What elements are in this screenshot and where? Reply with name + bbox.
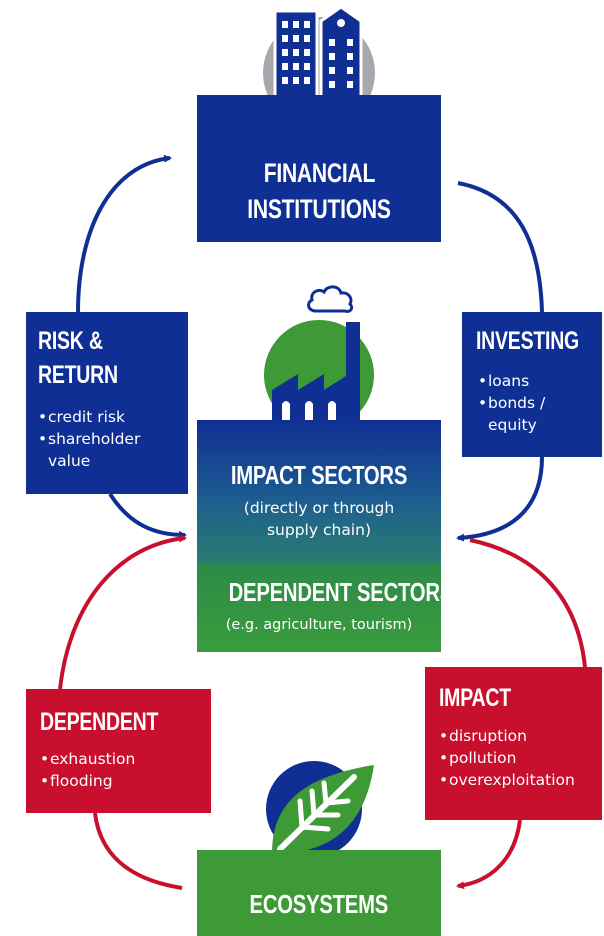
investing-box: INVESTING loans bonds / equity [462, 312, 602, 457]
risk-return-box: RISK & RETURN credit risk shareholder va… [26, 312, 188, 494]
investing-list: loans bonds / [478, 370, 545, 414]
sectors-box: IMPACT SECTORS (directly or through supp… [197, 420, 453, 652]
list-item: pollution [439, 747, 575, 769]
impact-sectors-title: IMPACT SECTORS [230, 460, 408, 490]
arrow-financial-to-investing [457, 181, 544, 313]
cloud-icon [307, 285, 354, 313]
impact-sectors-subtitle-2: supply chain) [266, 521, 371, 539]
risk-return-bullet-continuation: value [48, 452, 91, 470]
impact-sectors-panel: IMPACT SECTORS (directly or through supp… [197, 420, 441, 563]
leaf-icon [266, 761, 374, 857]
dependent-sectors-subtitle: (e.g. agriculture, tourism) [225, 617, 413, 633]
arrow-impact-to-ecosystems [456, 819, 522, 890]
arrow-ecosystems-to-dependent [93, 812, 183, 890]
impact-title: IMPACT [439, 684, 511, 712]
financial-title-line2: INSTITUTIONS [247, 194, 391, 224]
arrow-risk-to-financial [76, 154, 172, 313]
dependent-sectors-title: DEPENDENT SECTORS [228, 577, 454, 607]
list-item: loans [478, 370, 545, 392]
arrow-sectors-to-risk [108, 492, 187, 539]
list-item: exhaustion [40, 748, 135, 770]
financial-institutions-box: FINANCIAL INSTITUTIONS [197, 95, 441, 242]
arrow-dependent-to-sectors [58, 534, 187, 690]
arrow-sectors-to-impact [469, 538, 587, 668]
financial-title-line1: FINANCIAL [263, 158, 375, 188]
list-item: credit risk [38, 406, 140, 428]
list-item: flooding [40, 770, 135, 792]
risk-return-title-line2: RETURN [38, 361, 118, 389]
investing-bullet-continuation: equity [488, 416, 537, 434]
list-item: overexploitation [439, 769, 575, 791]
list-item: disruption [439, 725, 575, 747]
risk-return-title-line1: RISK & [38, 327, 103, 355]
dependent-title: DEPENDENT [40, 708, 159, 736]
list-item: shareholder [38, 428, 140, 450]
impact-list: disruption pollution overexploitation [439, 725, 575, 791]
impact-sectors-subtitle-1: (directly or through [243, 499, 395, 517]
arrow-investing-to-sectors [456, 456, 544, 542]
dependent-sectors-panel: DEPENDENT SECTORS (e.g. agriculture, tou… [197, 563, 453, 652]
dependent-list: exhaustion flooding [40, 748, 135, 792]
ecosystems-title: ECOSYSTEMS [249, 889, 389, 919]
investing-title: INVESTING [476, 327, 579, 355]
list-item: bonds / [478, 392, 545, 414]
ecosystems-box: ECOSYSTEMS [197, 850, 441, 936]
risk-return-list: credit risk shareholder [38, 406, 140, 450]
factory-icon [264, 320, 374, 422]
impact-box: IMPACT disruption pollution overexploita… [425, 667, 602, 820]
dependent-box: DEPENDENT exhaustion flooding [26, 689, 211, 813]
